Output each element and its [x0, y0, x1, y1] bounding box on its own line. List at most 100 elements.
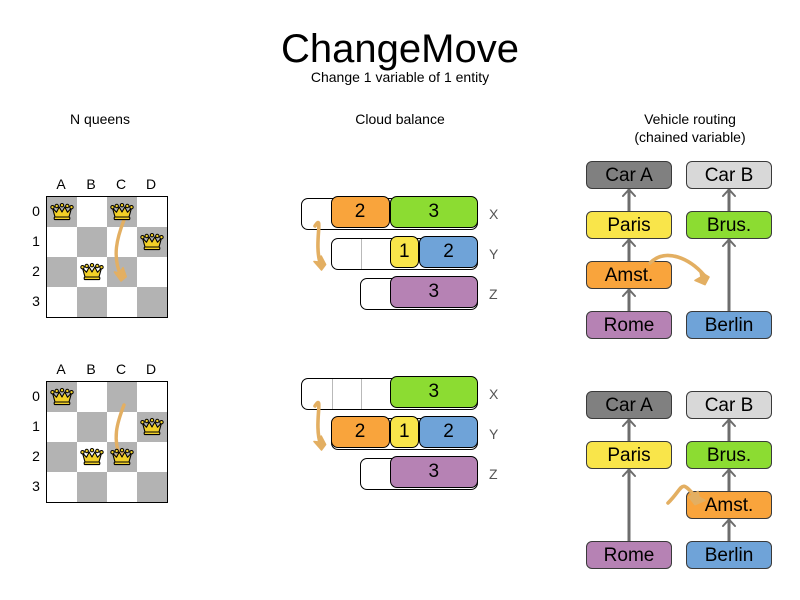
routing-node-rome[interactable]: Rome: [586, 541, 672, 569]
board-cell-A2[interactable]: [47, 442, 77, 472]
routing-node-label: Car B: [704, 394, 754, 416]
board-rank-label-0: 0: [32, 388, 40, 404]
capacity-slot-divider: [331, 379, 333, 409]
board-cell-C1[interactable]: [107, 412, 137, 442]
board-rank-label-3: 3: [32, 478, 40, 494]
board-cell-C0[interactable]: [107, 197, 137, 227]
board-cell-A3[interactable]: [47, 287, 77, 317]
board-cell-A3[interactable]: [47, 472, 77, 502]
capacity-slot-divider: [361, 379, 363, 409]
routing-arrowhead: [622, 418, 636, 427]
board-cell-B3[interactable]: [77, 472, 107, 502]
routing-arrowhead: [622, 468, 636, 477]
board-rank-label-2: 2: [32, 448, 40, 464]
board-cell-B0[interactable]: [77, 382, 107, 412]
process-value: 3: [428, 201, 440, 223]
column-title-n-queens: N queens: [70, 111, 130, 127]
board-file-label-B: B: [86, 361, 96, 377]
cloud-process-X-1[interactable]: 3: [389, 196, 478, 229]
cloud-process-Y-0[interactable]: 1: [389, 236, 419, 269]
routing-node-carA[interactable]: Car A: [586, 161, 672, 189]
board-cell-D2[interactable]: [137, 442, 167, 472]
routing-node-berlin[interactable]: Berlin: [686, 541, 772, 569]
board-cell-D0[interactable]: [137, 382, 167, 412]
routing-node-carA[interactable]: Car A: [586, 391, 672, 419]
board-cell-D1[interactable]: [137, 412, 167, 442]
routing-node-label: Rome: [603, 314, 655, 336]
board-cell-B1[interactable]: [77, 227, 107, 257]
computer-label-Z: Z: [489, 286, 498, 302]
board-cell-A2[interactable]: [47, 257, 77, 287]
cloud-process-X-0[interactable]: 2: [330, 196, 390, 229]
routing-node-label: Brus.: [706, 214, 752, 236]
board-cell-D1[interactable]: [137, 227, 167, 257]
routing-node-label: Berlin: [704, 314, 754, 336]
routing-node-label: Car A: [605, 164, 653, 186]
routing-node-paris[interactable]: Paris: [586, 211, 672, 239]
board-cell-B2[interactable]: [77, 257, 107, 287]
routing-node-label: Rome: [603, 544, 655, 566]
board-cell-A0[interactable]: [47, 197, 77, 227]
board-cell-C2[interactable]: [107, 442, 137, 472]
board-cell-C3[interactable]: [107, 287, 137, 317]
routing-node-label: Amst.: [704, 494, 754, 516]
process-value: 2: [443, 421, 454, 443]
routing-node-label: Car B: [704, 164, 754, 186]
routing-node-brus[interactable]: Brus.: [686, 441, 772, 469]
cloud-process-X-0[interactable]: 3: [389, 376, 478, 409]
board-cell-C2[interactable]: [107, 257, 137, 287]
board-cell-D3[interactable]: [137, 287, 167, 317]
board-cell-D0[interactable]: [137, 197, 167, 227]
board-cell-D3[interactable]: [137, 472, 167, 502]
computer-label-Y: Y: [489, 246, 499, 262]
routing-node-label: Berlin: [704, 544, 754, 566]
process-value: 3: [428, 281, 440, 303]
board-cell-B0[interactable]: [77, 197, 107, 227]
routing-node-label: Amst.: [604, 264, 654, 286]
board-cell-B1[interactable]: [77, 412, 107, 442]
routing-node-amst[interactable]: Amst.: [586, 261, 672, 289]
board-rank-label-3: 3: [32, 293, 40, 309]
board-file-label-D: D: [145, 361, 157, 377]
routing-node-carB[interactable]: Car B: [686, 391, 772, 419]
board-cell-C0[interactable]: [107, 382, 137, 412]
board-cell-A0[interactable]: [47, 382, 77, 412]
routing-node-paris[interactable]: Paris: [586, 441, 672, 469]
board-cell-C3[interactable]: [107, 472, 137, 502]
routing-arrowhead: [722, 238, 736, 247]
cloud-computer-row-Z[interactable]: 3: [360, 456, 478, 490]
routing-node-berlin[interactable]: Berlin: [686, 311, 772, 339]
cloud-process-Y-2[interactable]: 2: [419, 416, 478, 449]
column-title-cloud-balance: Cloud balance: [355, 111, 445, 127]
computer-label-Y: Y: [489, 426, 499, 442]
routing-node-label: Paris: [607, 214, 651, 236]
board-cell-A1[interactable]: [47, 227, 77, 257]
board-cell-C1[interactable]: [107, 227, 137, 257]
routing-node-carB[interactable]: Car B: [686, 161, 772, 189]
cloud-process-Y-1[interactable]: 2: [419, 236, 478, 269]
routing-node-rome[interactable]: Rome: [586, 311, 672, 339]
cloud-computer-row-X[interactable]: 3: [301, 376, 478, 410]
board-cell-A1[interactable]: [47, 412, 77, 442]
cloud-process-Z-0[interactable]: 3: [389, 456, 478, 489]
cloud-computer-row-Z[interactable]: 3: [360, 276, 478, 310]
page-subtitle: Change 1 variable of 1 entity: [310, 69, 490, 85]
routing-arrowhead: [722, 518, 736, 527]
cloud-process-Y-0[interactable]: 2: [330, 416, 390, 449]
routing-node-amst[interactable]: Amst.: [686, 491, 772, 519]
cloud-process-Y-1[interactable]: 1: [389, 416, 419, 449]
board-cell-D2[interactable]: [137, 257, 167, 287]
process-value: 3: [428, 381, 440, 403]
routing-node-brus[interactable]: Brus.: [686, 211, 772, 239]
board-cell-B3[interactable]: [77, 287, 107, 317]
board-rank-label-2: 2: [32, 263, 40, 279]
process-value: 1: [398, 241, 410, 263]
cloud-process-Z-0[interactable]: 3: [389, 276, 478, 309]
board-cell-B2[interactable]: [77, 442, 107, 472]
